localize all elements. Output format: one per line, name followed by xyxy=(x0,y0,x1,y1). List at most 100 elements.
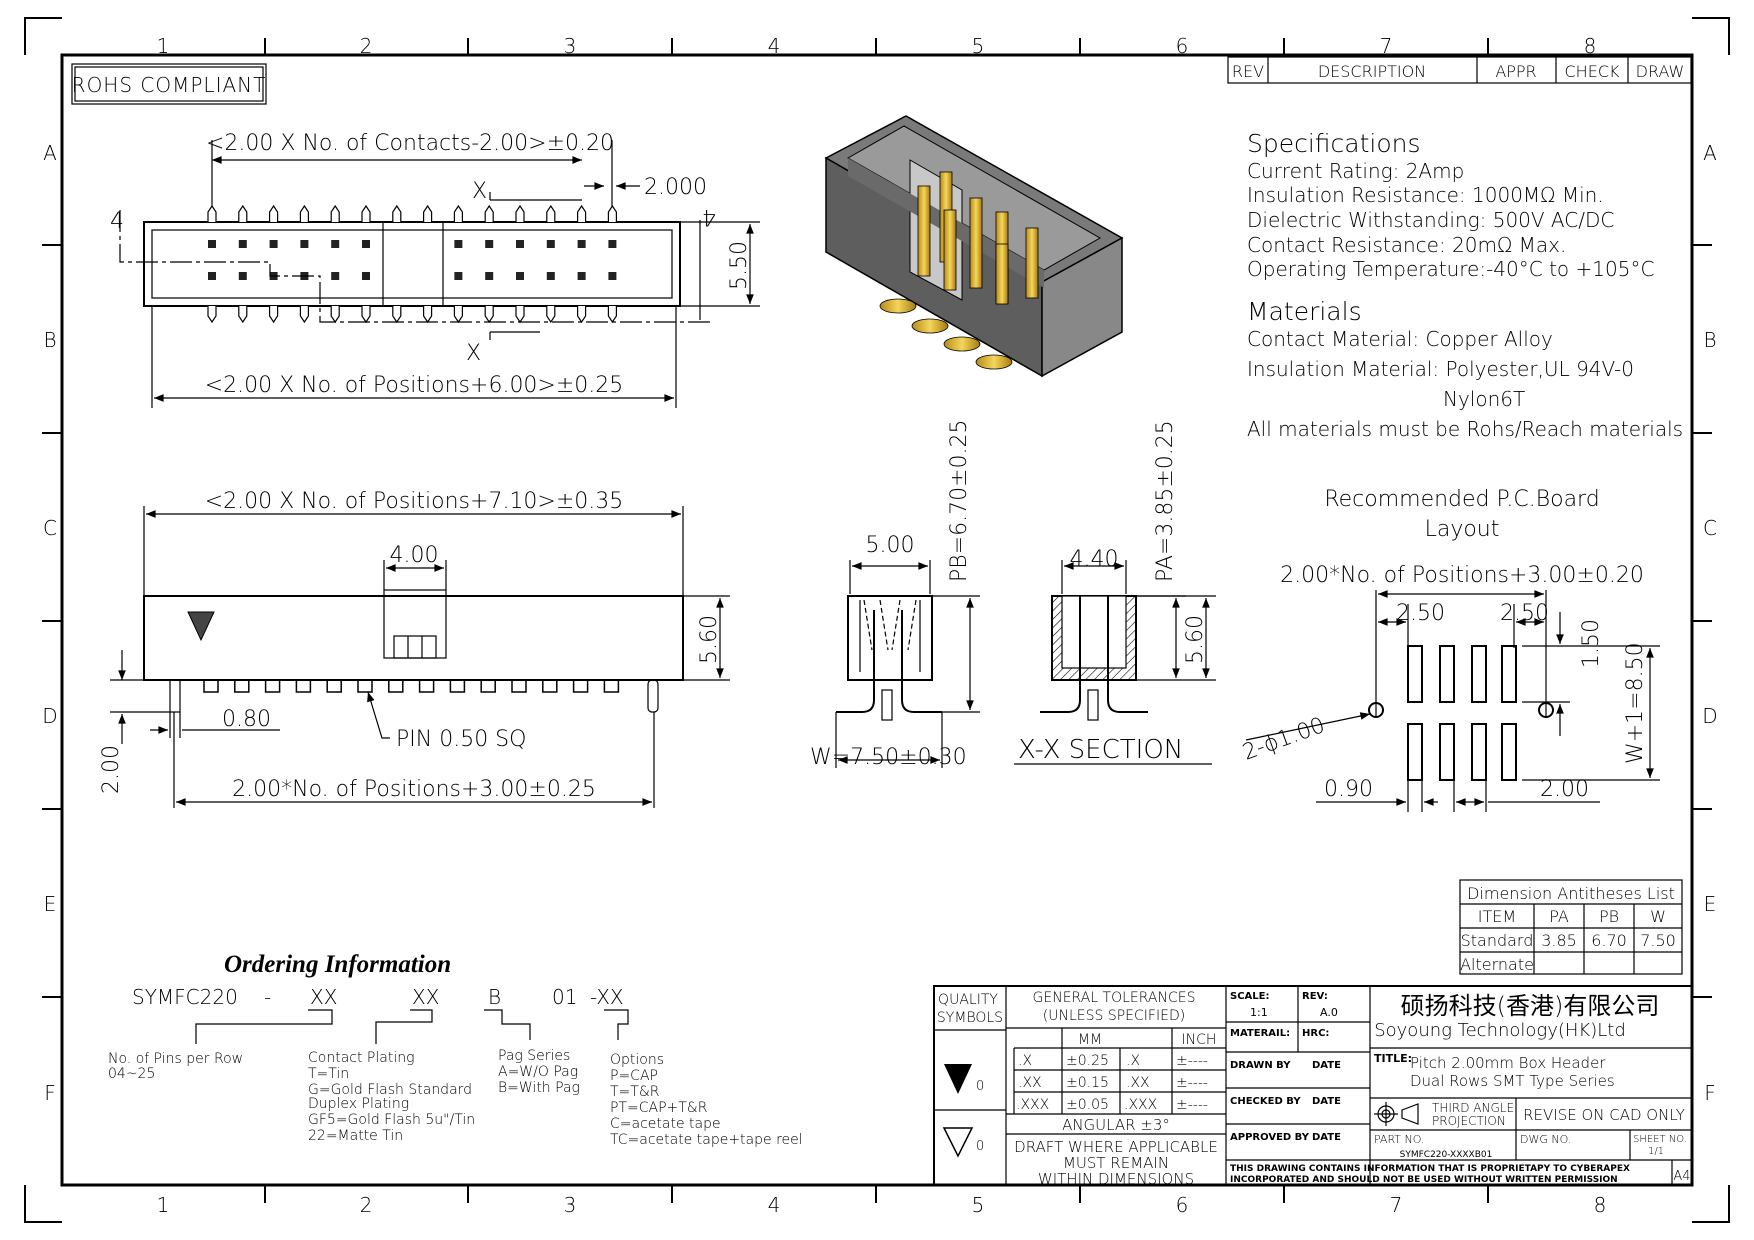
order-pag-2: B=With Pag xyxy=(498,1080,580,1096)
side-pin xyxy=(326,680,342,693)
bottom-pin-tip xyxy=(207,306,217,324)
order-option-5: TC=acetate tape+tape reel xyxy=(610,1132,803,1148)
bottom-pin-tip xyxy=(607,306,617,324)
bottom-pin-tip xyxy=(330,306,340,324)
sheet-size: A4 xyxy=(1673,1169,1690,1184)
pin-square xyxy=(577,272,586,280)
material-contact: Contact Material: Copper Alloy xyxy=(1247,327,1553,351)
ordering-title: Ordering Information xyxy=(224,951,451,978)
rohs-label: ROHS COMPLIANT xyxy=(72,73,267,97)
section-dim-width: 4.40 xyxy=(1070,547,1119,572)
quality-symbol-2 xyxy=(942,1127,974,1158)
view-mark-right: 4 xyxy=(702,204,716,229)
pcb-pads xyxy=(1407,645,1517,781)
rev-header: REV xyxy=(1232,62,1264,81)
side-view: <2.00 X No. of Positions+7.10>±0.35 4.00… xyxy=(99,489,730,808)
zone-ticks xyxy=(42,38,1712,1203)
pin-square xyxy=(362,240,370,248)
dim-table-h-pb: PB xyxy=(1599,907,1619,926)
pcb-dim-hole: 2-ϕ1.00 xyxy=(1240,713,1329,766)
pin-square xyxy=(608,240,617,248)
top-dim-contacts: <2.00 X No. of Contacts-2.00>±0.20 xyxy=(206,131,614,156)
top-pin-tip xyxy=(299,204,309,222)
order-plating-1: T=Tin xyxy=(308,1066,349,1082)
zone-top-6: 6 xyxy=(1176,34,1189,58)
bottom-pin-tip xyxy=(269,306,279,324)
quality-symbol-1-value: 0 xyxy=(976,1079,984,1094)
zone-right-f: F xyxy=(1704,1081,1716,1105)
pin-square xyxy=(300,240,309,248)
side-pin xyxy=(203,680,219,693)
bottom-pin-tip xyxy=(515,306,525,324)
zone-top-5: 5 xyxy=(972,34,985,58)
pin-square xyxy=(485,240,494,248)
description-header: DESCRIPTION xyxy=(1318,62,1426,81)
pin-square xyxy=(608,272,617,280)
draft-line-2: MUST REMAIN xyxy=(1063,1154,1169,1172)
top-pin-tip xyxy=(361,204,371,222)
order-code-base: SYMFC220 xyxy=(132,985,238,1009)
revision-block: REV DESCRIPTION APPR CHECK DRAW xyxy=(1227,56,1692,84)
side-pin xyxy=(449,680,466,693)
bottom-pin-tip xyxy=(299,306,309,324)
dimension-table: Dimension Antitheses List ITEM PA PB W S… xyxy=(1459,879,1683,975)
tol-r1-c4: ±---- xyxy=(1176,1053,1208,1069)
zone-bottom-1: 1 xyxy=(157,1193,170,1217)
section-title: X-X SECTION xyxy=(1018,735,1183,765)
drawn-by-label: DRAWN BY xyxy=(1230,1060,1291,1071)
end-dim-width: 5.00 xyxy=(866,533,915,558)
order-code-01: 01 xyxy=(552,985,577,1009)
spec-current: Current Rating: 2Amp xyxy=(1247,159,1464,183)
order-plating-3: Duplex Plating xyxy=(308,1096,409,1112)
zone-left-b: B xyxy=(43,328,56,352)
section-dim-pa: PA=3.85±0.25 xyxy=(1153,420,1178,582)
material-insulation: Insulation Material: Polyester,UL 94V-0 xyxy=(1247,357,1634,381)
bottom-pin-tip xyxy=(423,306,433,324)
dim-table-h-item: ITEM xyxy=(1478,907,1516,926)
tol-r2-c3: .XX xyxy=(1126,1075,1150,1091)
tolerance-title-1: GENERAL TOLERANCES xyxy=(1033,990,1196,1006)
bottom-pin-tip xyxy=(392,306,402,324)
zone-right-c: C xyxy=(1703,516,1717,540)
check-header: CHECK xyxy=(1565,62,1620,81)
tol-r2-c4: ±---- xyxy=(1176,1075,1208,1091)
spec-temperature: Operating Temperature:-40°C to +105°C xyxy=(1247,257,1654,281)
order-code-options: -XX xyxy=(590,985,624,1009)
section-dim-height: 5.60 xyxy=(1183,615,1208,664)
dwg-no-label: DWG NO. xyxy=(1520,1133,1571,1146)
end-view: 5.00 PB=6.70±0.25 W=7.50±0.30 xyxy=(810,419,980,770)
end-dim-pb: PB=6.70±0.25 xyxy=(947,419,972,582)
top-pin-tip xyxy=(269,204,279,222)
side-dim-height: 5.60 xyxy=(697,615,722,664)
pin-square xyxy=(485,272,494,280)
order-pins-range: 04~25 xyxy=(108,1066,155,1082)
tol-r2-c1: .XX xyxy=(1018,1075,1042,1091)
company-name-cn: 硕扬科技(香港)有限公司 xyxy=(1401,992,1660,1020)
order-plating-title: Contact Plating xyxy=(308,1050,414,1066)
top-view: <2.00 X No. of Contacts-2.00>±0.20 2.000… xyxy=(110,131,760,408)
rev-label: REV: xyxy=(1302,991,1328,1002)
order-option-3: PT=CAP+T&R xyxy=(610,1100,707,1116)
tol-r3-c2: ±0.05 xyxy=(1066,1097,1109,1113)
projection-line-1: THIRD ANGLE xyxy=(1432,1101,1514,1115)
title-line-2: Dual Rows SMT Type Series xyxy=(1410,1072,1615,1090)
top-pin-tip xyxy=(484,204,494,222)
draft-line-1: DRAFT WHERE APPLICABLE xyxy=(1014,1138,1218,1156)
scale-label: SCALE: xyxy=(1230,991,1269,1002)
pin-square xyxy=(331,272,340,280)
approved-by-label: APPROVED BY xyxy=(1230,1132,1310,1143)
material-nylon: Nylon6T xyxy=(1443,387,1525,411)
side-dim-standoff: 2.00 xyxy=(99,745,124,794)
pin-square xyxy=(546,240,555,248)
quality-symbol-2-value: 0 xyxy=(976,1139,984,1154)
iso-smt-leads xyxy=(879,298,1013,370)
side-pin xyxy=(511,680,527,693)
side-pin xyxy=(480,680,496,693)
quality-label-1: QUALITY xyxy=(938,992,998,1008)
zone-bottom-3: 3 xyxy=(564,1193,577,1217)
pin-square xyxy=(238,272,247,280)
bottom-pin-tip xyxy=(453,306,463,324)
zone-labels: 1 2 3 4 5 6 7 8 1 2 3 4 5 6 7 8 A B C D … xyxy=(42,34,1717,1217)
projection-line-2: PROJECTION xyxy=(1432,1114,1506,1128)
